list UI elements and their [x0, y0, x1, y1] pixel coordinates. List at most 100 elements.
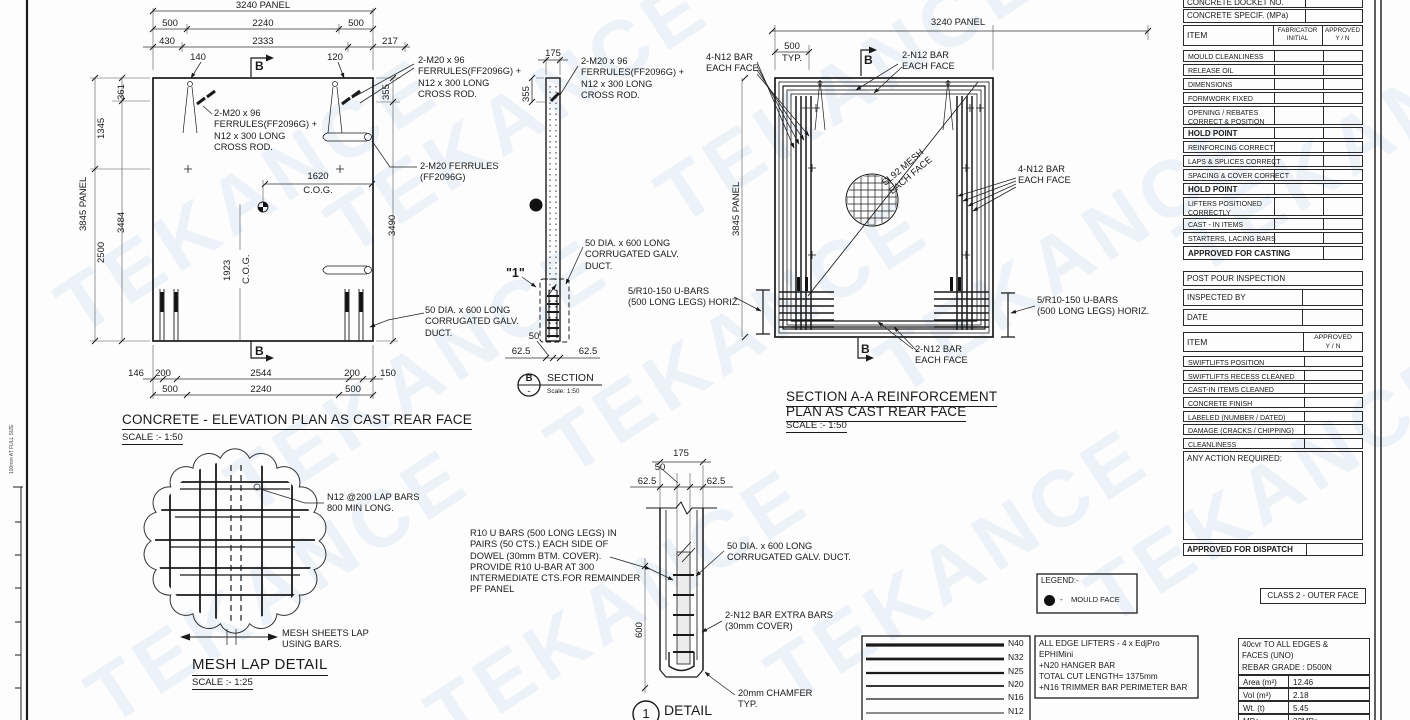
inspected-by-row [1183, 289, 1363, 306]
bubble-letter: B [525, 373, 533, 384]
dim-label: 62.5 [706, 476, 726, 487]
row-label: SWIFTLIFTS RECESS CLEANED [1188, 373, 1295, 381]
t1-approved-header: APPROVED Y / N [1325, 27, 1360, 43]
legend-dash: - [1060, 595, 1063, 604]
legend-title: LEGEND:- [1041, 576, 1079, 585]
cell-divider [1288, 715, 1289, 720]
prop-value: 2.18 [1293, 691, 1309, 700]
class2-box [1260, 588, 1366, 604]
annotation-duct: 50 DIA. x 600 LONG CORRUGATED GALV. DUCT… [585, 238, 679, 271]
post-pour-label: POST POUR INSPECTION [1187, 274, 1286, 283]
bar-size-label: N32 [1008, 652, 1024, 662]
dim-label: 2500 [96, 241, 107, 263]
title-text: MESH LAP DETAIL [192, 656, 328, 676]
row-label: STARTERS, LACING BARS [1188, 236, 1276, 243]
dim-label: 62.5 [637, 476, 657, 487]
title-text: PLAN AS CAST REAR FACE [786, 404, 967, 422]
cell-divider [1273, 25, 1274, 46]
duct-symbol [159, 289, 364, 341]
row-label: DAMAGE (CRACKS / CHIPPING) [1188, 427, 1294, 435]
dim-label: 2240 [252, 18, 274, 29]
cog-label: C.O.G. [303, 185, 333, 196]
any-action-box [1183, 451, 1363, 540]
checklist-row: CAST - IN ITEMS [1183, 218, 1363, 230]
detail-bubble [632, 700, 660, 720]
legend-box [1036, 573, 1138, 614]
bar-size-label: N40 [1008, 638, 1024, 648]
cell-divider [1303, 332, 1304, 352]
elevation-drawing [90, 7, 425, 399]
dim-label: 500 [348, 18, 364, 29]
annotation-ferrules2: 2-M20 FERRULES (FF2096G) [420, 161, 499, 183]
post-pour-row [1183, 271, 1363, 286]
annotation-r10: R10 U BARS (500 LONG LEGS) IN PAIRS (50 … [470, 528, 641, 595]
dispatch-label: APPROVED FOR DISPATCH [1187, 545, 1293, 554]
cell-divider [1323, 233, 1324, 243]
row-label: SWIFTLIFTS POSITION [1188, 359, 1265, 367]
cog-label: C.O.G. [241, 254, 252, 284]
section-aa-title: SECTION A-A REINFORCEMENT [786, 389, 998, 407]
cell-divider [1304, 371, 1305, 380]
cell-divider [1323, 198, 1324, 215]
annotation-ubars: 5/R10-150 U-BARS (500 LONG LEGS) HORIZ. [628, 286, 741, 308]
bar-size-label: N16 [1008, 692, 1024, 702]
class2-label: CLASS 2 - OUTER FACE [1267, 591, 1359, 600]
detail1-drawing [609, 458, 736, 720]
row-label: MOULD CLEANLINESS [1188, 54, 1264, 61]
checklist-row: CONCRETE FINISH [1183, 397, 1363, 408]
row-label: DIMENSIONS [1188, 82, 1233, 89]
specif-row [1183, 9, 1363, 23]
row-label: LABELED (NUMBER / DATED) [1188, 414, 1286, 422]
section-bubble [517, 373, 602, 397]
checklist-row: RELEASE OIL [1183, 64, 1363, 76]
specif-label: CONCRETE SPECIF. (MPa) [1187, 11, 1289, 20]
cell-divider [1288, 689, 1289, 700]
cell-divider [1302, 309, 1303, 326]
bubble-scale: Scale: 1:50 [547, 388, 580, 395]
edge-lifter-symbol [322, 132, 372, 275]
annotation-ubars: 5/R10-150 U-BARS (500 LONG LEGS) HORIZ. [1037, 295, 1150, 317]
t2-approved-header: APPROVED Y / N [1314, 334, 1352, 350]
row-label: HOLD POINT [1188, 185, 1238, 194]
title-text: SECTION A-A REINFORCEMENT [786, 389, 998, 407]
any-action-label: ANY ACTION REQUIRED: [1187, 454, 1282, 463]
row-label: SPACING & COVER CORRECT [1188, 173, 1289, 180]
detail-bubble-label: DETAIL [664, 702, 712, 718]
checklist-row: SWIFTLIFTS RECESS CLEANED [1183, 370, 1363, 381]
row-label: OPENING / REBATES CORRECT & POSITION [1188, 110, 1265, 127]
prop-key: Area (m²) [1243, 678, 1277, 687]
annotation-2n12: 2-N12 BAR EACH FACE [915, 344, 968, 366]
scale-text: SCALE :- 1:25 [192, 677, 253, 691]
detail-callout-1: "1" [506, 266, 525, 280]
mesh-circle [845, 173, 899, 227]
cell-divider [1274, 184, 1275, 194]
scale-text: SCALE :- 1:50 [786, 420, 847, 434]
row-label: RELEASE OIL [1188, 68, 1234, 75]
section-b-drawing [505, 56, 602, 397]
props-header-line: REBAR GRADE : D500N [1242, 663, 1332, 672]
date-label: DATE [1187, 313, 1208, 322]
t1-item-header: ITEM [1187, 30, 1208, 40]
dim-label: 3484 [116, 211, 127, 233]
dim-label: 361 [116, 84, 127, 100]
row-label: CLEANLINESS [1188, 441, 1237, 449]
cell-divider [1323, 156, 1324, 166]
dim-label: 500 [162, 18, 178, 29]
revision-cloud [143, 448, 327, 634]
cell-divider [1304, 384, 1305, 393]
cell-divider [1323, 184, 1324, 194]
lifter-note-line: +N20 HANGER BAR [1039, 661, 1116, 670]
docket-row [1183, 0, 1363, 8]
cell-divider [1323, 65, 1324, 75]
cell-divider [1323, 219, 1324, 229]
cell-divider [1323, 247, 1324, 259]
cell-divider [1302, 289, 1303, 306]
annotation-2n12: 2-N12 BAR EACH FACE [902, 50, 955, 72]
detail-bubble-number: 1 [642, 706, 650, 720]
row-label: CAST - IN ITEMS [1188, 222, 1244, 229]
row-label: REINFORCING CORRECT [1188, 145, 1274, 152]
row-label: CAST-IN ITEMS CLEANED [1188, 386, 1274, 394]
elevation-title: CONCRETE - ELEVATION PLAN AS CAST REAR F… [122, 412, 472, 430]
